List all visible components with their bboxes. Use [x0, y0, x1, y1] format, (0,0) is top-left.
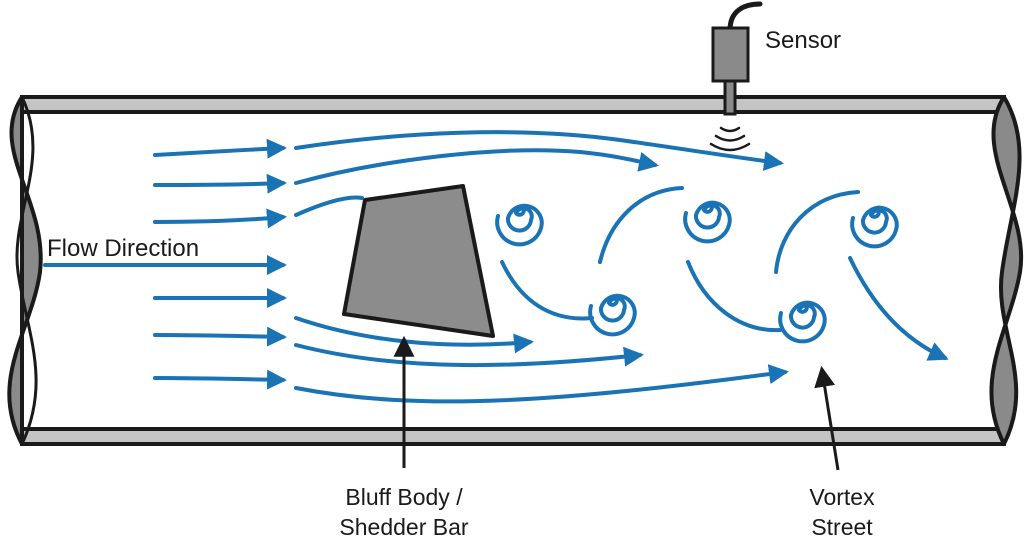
vortex-tail: [848, 256, 949, 361]
vortex-street-label-line2: Street: [811, 514, 873, 540]
flow-arrow: [153, 326, 287, 347]
sensor: [709, 1, 763, 152]
pipe-top-wall: [20, 95, 1006, 114]
vortex-tail: [500, 260, 594, 321]
sensor-head: [711, 26, 750, 83]
sensor-label: Sensor: [765, 27, 841, 54]
bluff-body: [342, 184, 495, 338]
vortex-spiral: [588, 293, 637, 337]
vortex-tail: [774, 190, 860, 274]
bluff-body-label-line1: Bluff Body /: [345, 484, 463, 510]
bluff-body-label-line2: Shedder Bar: [339, 514, 468, 540]
pipe-bottom-wall: [20, 427, 1006, 446]
vortex-spiral: [850, 205, 899, 249]
flow-arrow: [153, 208, 287, 229]
vortex-spiral: [778, 300, 827, 344]
vortex-tail: [686, 260, 782, 333]
streamline: [294, 343, 644, 368]
flow-arrow: [153, 173, 287, 194]
signal-waves-icon: [709, 126, 751, 152]
vortex-street: [495, 186, 949, 361]
streamline: [294, 195, 364, 217]
pipe-right-end: [989, 95, 1024, 446]
vortex-spiral: [495, 203, 544, 247]
vortex-street-pointer: [814, 365, 840, 471]
pipe: [7, 95, 1024, 446]
vortex-street-label-line1: Vortex: [809, 484, 875, 510]
incoming-flow: [43, 138, 287, 390]
sensor-cable: [727, 1, 763, 33]
pipe-left-end: [7, 95, 43, 446]
flow-direction-label: Flow Direction: [47, 235, 199, 262]
streamline: [294, 130, 784, 171]
streamline: [294, 364, 789, 404]
flow-arrow: [153, 138, 287, 159]
flow-arrow: [153, 369, 287, 390]
streamline: [294, 148, 659, 185]
vortex-tail: [598, 186, 684, 264]
vortex-spiral: [683, 200, 732, 244]
sensor-probe: [723, 79, 737, 116]
